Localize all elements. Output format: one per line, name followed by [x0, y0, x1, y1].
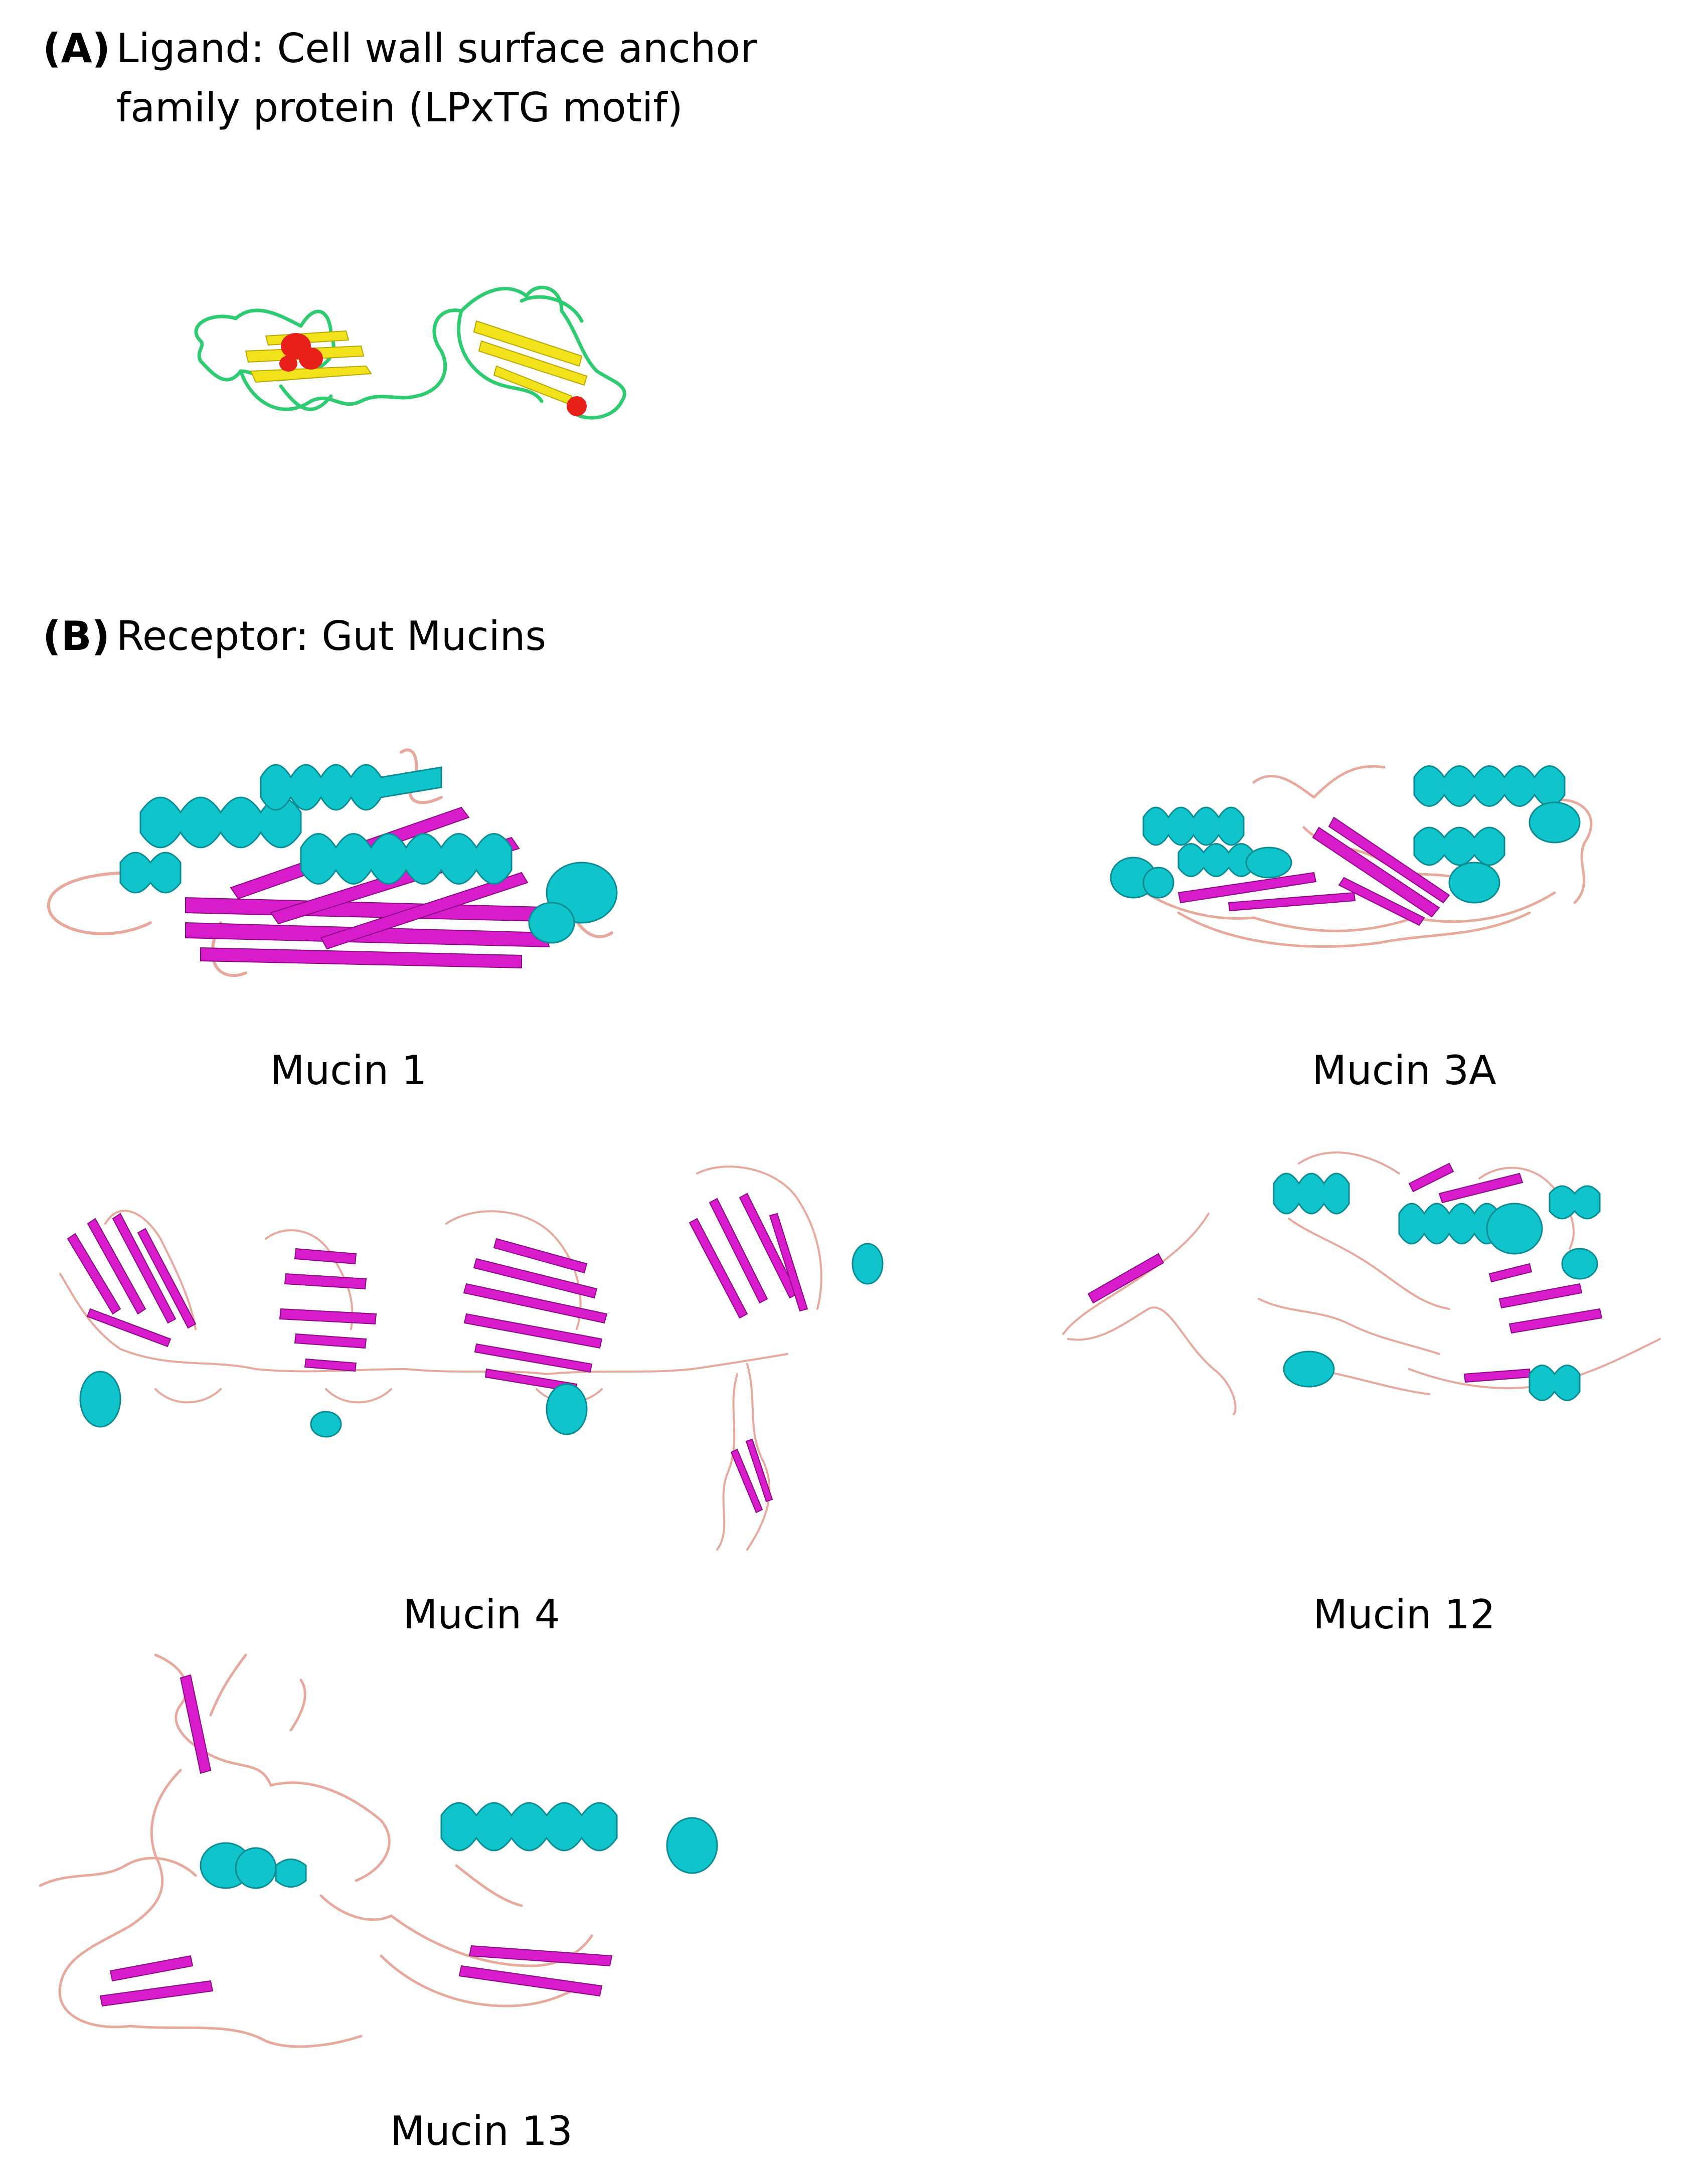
mucin-4-helices: [79, 1243, 884, 1438]
panel-a-title: Ligand: Cell wall surface anchor family …: [116, 19, 757, 137]
mucin-4-coil: [59, 1165, 822, 1551]
mucin-13-helices: [200, 1802, 718, 1889]
mucin-13-strands: [99, 1674, 613, 2007]
panel-a-heading: (A): [43, 19, 110, 78]
mucin-12-structure: [1062, 1151, 1661, 1415]
panel-b-title: Receptor: Gut Mucins: [116, 613, 547, 659]
mucin-3a-label: Mucin 3A: [1312, 1047, 1496, 1094]
mucin-4-structure: [59, 1165, 884, 1551]
mucin-3a-structure: [1110, 765, 1593, 948]
mucin-3a-strands: [1177, 816, 1450, 926]
ligand-helices: [279, 333, 587, 416]
mucin-1-helices: [119, 764, 618, 944]
mucin-12-label: Mucin 12: [1313, 1591, 1495, 1638]
mucin-3a-helices: [1110, 765, 1581, 904]
mucin-1-structure: [47, 748, 618, 977]
panel-a-letter: (A): [43, 25, 111, 72]
mucin-4-strands: [67, 1193, 808, 1514]
panel-a-title-line1: Ligand: Cell wall surface anchor: [116, 25, 757, 72]
panel-b-letter: (B): [43, 613, 110, 659]
mucin-12-strands: [1087, 1162, 1603, 1383]
mucin-12-helices: [1273, 1172, 1601, 1401]
ligand-strands: [245, 320, 588, 405]
mucin-4-label: Mucin 4: [403, 1591, 560, 1638]
ligand-coil: [194, 285, 626, 420]
mucin-1-label: Mucin 1: [270, 1047, 427, 1094]
mucin-13-label: Mucin 13: [390, 2108, 573, 2154]
mucin-13-structure: [39, 1653, 718, 2048]
ligand-structure: [194, 285, 626, 420]
panel-a-title-line2: family protein (LPxTG motif): [116, 84, 683, 131]
mucin-13-coil: [39, 1653, 593, 2048]
panel-b-heading: (B): [43, 607, 110, 666]
